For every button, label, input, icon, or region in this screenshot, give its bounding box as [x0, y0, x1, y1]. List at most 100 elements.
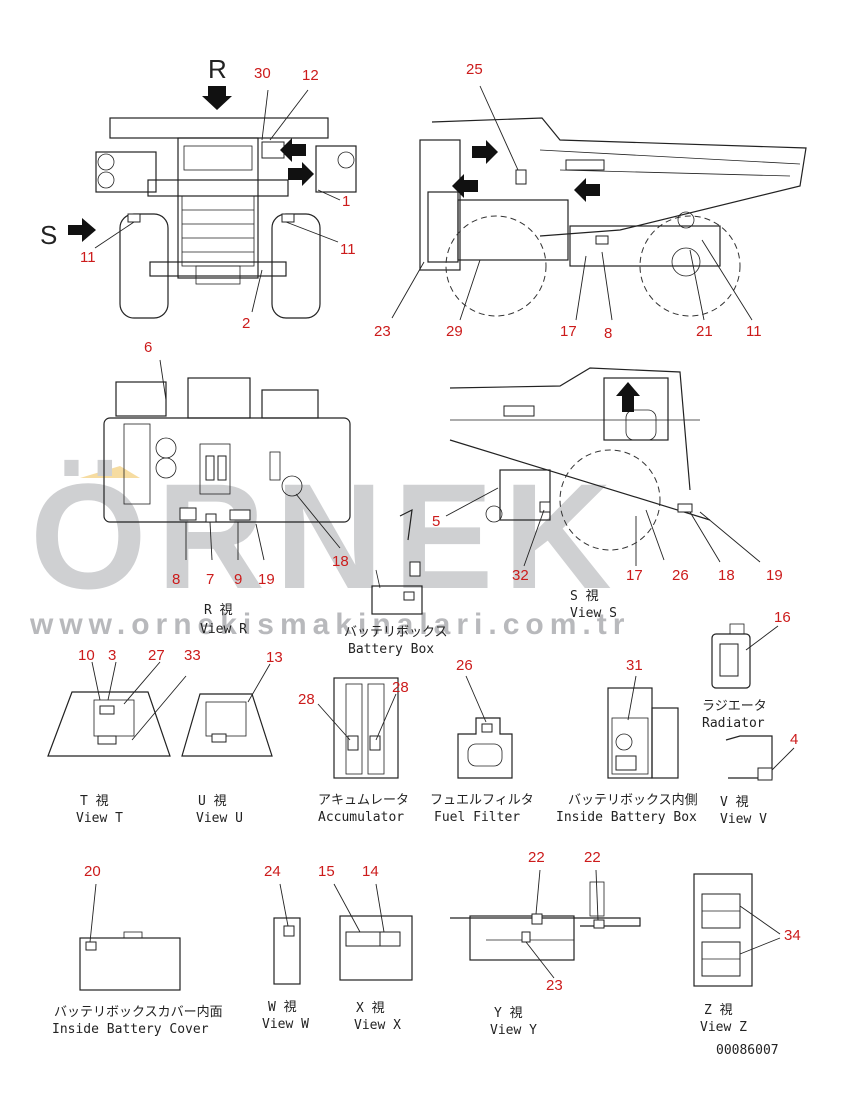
callout-6: 6 [144, 339, 152, 356]
callout-9: 9 [234, 571, 242, 588]
accumulator-drawing: 28 28 アキュムレータ Accumulator [298, 677, 409, 825]
callout-7: 7 [206, 571, 214, 588]
callout-2: 2 [242, 315, 250, 332]
watermark: ÖRNEK www.ornekismakinalari.com.tr [29, 452, 630, 641]
callout-28: 28 [392, 679, 409, 696]
callout-15: 15 [318, 863, 335, 880]
fuel-filter-caption: Fuel Filter [434, 810, 520, 825]
callout-17: 17 [560, 323, 577, 340]
view-s-caption: View S [570, 606, 617, 621]
arrow-left-icon [574, 178, 600, 202]
arrow-right-icon [68, 218, 96, 242]
view-t-jp-caption: T 視 [80, 794, 109, 809]
view-w-caption: View W [262, 1017, 309, 1032]
callout-8: 8 [604, 325, 612, 342]
view-s-drawing: 5 32 17 26 18 19 S 視 View S [432, 367, 783, 621]
view-u-caption: View U [196, 811, 243, 826]
view-r-drawing: 6 8 7 9 19 18 R 視 View R [103, 339, 351, 637]
callout-25: 25 [466, 61, 483, 78]
view-x-caption: View X [354, 1018, 401, 1033]
callout-28: 28 [298, 691, 315, 708]
side-view-truck: 25 23 29 17 8 21 11 [374, 61, 807, 342]
callout-18: 18 [718, 567, 735, 584]
view-t-caption: View T [76, 811, 123, 826]
inside-battery-cover-jp-caption: バッテリボックスカバー内面 [54, 1004, 223, 1020]
callout-8: 8 [172, 571, 180, 588]
callout-22: 22 [584, 849, 601, 866]
view-s-jp-caption: S 視 [570, 589, 599, 604]
callout-5: 5 [432, 513, 440, 530]
view-x-jp-caption: X 視 [356, 1001, 385, 1016]
view-v-caption: View V [720, 812, 767, 827]
callout-27: 27 [148, 647, 165, 664]
radiator-jp-caption: ラジエータ [702, 699, 767, 714]
arrow-left-icon [452, 174, 478, 198]
view-u-drawing: 13 U 視 View U [181, 649, 283, 826]
view-z-jp-caption: Z 視 [704, 1003, 733, 1018]
accumulator-caption: Accumulator [318, 810, 404, 825]
view-v-jp-caption: V 視 [720, 795, 749, 810]
callout-32: 32 [512, 567, 529, 584]
watermark-brand: ÖRNEK [30, 452, 622, 620]
battery-box-jp-caption: バッテリボックス [344, 625, 448, 640]
fuel-filter-jp-caption: フュエルフィルタ [430, 793, 534, 808]
view-r-jp-caption: R 視 [204, 603, 233, 618]
callout-30: 30 [254, 65, 271, 82]
callout-3: 3 [108, 647, 116, 664]
callout-11: 11 [340, 241, 356, 258]
radiator-drawing: 16 ラジエータ Radiator [702, 609, 791, 731]
view-letter-s: S [40, 220, 57, 250]
callout-26: 26 [456, 657, 473, 674]
view-u-jp-caption: U 視 [198, 794, 227, 809]
callout-12: 12 [302, 67, 319, 84]
view-v-drawing: 4 V 視 View V [720, 731, 798, 827]
callout-34: 34 [784, 927, 801, 944]
callout-26: 26 [672, 567, 689, 584]
callout-18: 18 [332, 553, 349, 570]
arrow-left-icon [280, 138, 306, 162]
callout-33: 33 [184, 647, 201, 664]
callout-22: 22 [528, 849, 545, 866]
callout-20: 20 [84, 863, 101, 880]
callout-11: 11 [80, 249, 96, 266]
callout-14: 14 [362, 863, 379, 880]
callout-19: 19 [258, 571, 275, 588]
callout-11: 11 [746, 323, 762, 340]
view-r-caption: View R [200, 622, 247, 637]
watermark-url: www.ornekismakinalari.com.tr [29, 608, 630, 641]
front-view-truck: R S 30 12 [40, 54, 357, 332]
radiator-caption: Radiator [702, 716, 765, 731]
callout-13: 13 [266, 649, 283, 666]
inside-battery-cover-drawing: 20 バッテリボックスカバー内面 Inside Battery Cover [52, 863, 223, 1037]
battery-box-drawing: バッテリボックス Battery Box [344, 508, 448, 657]
callout-31: 31 [626, 657, 643, 674]
battery-box-caption: Battery Box [348, 642, 434, 657]
callout-17: 17 [626, 567, 643, 584]
callout-24: 24 [264, 863, 281, 880]
callout-1: 1 [342, 193, 350, 210]
accumulator-jp-caption: アキュムレータ [318, 793, 409, 808]
callout-29: 29 [446, 323, 463, 340]
view-w-jp-caption: W 視 [268, 1000, 297, 1015]
inside-battery-box-caption: Inside Battery Box [556, 810, 697, 825]
arrow-up-icon [616, 382, 640, 412]
inside-battery-box-jp-caption: バッテリボックス内側 [568, 792, 698, 808]
arrow-right-icon [288, 162, 314, 186]
callout-4: 4 [790, 731, 798, 748]
inside-battery-box-drawing: 31 バッテリボックス内側 Inside Battery Box [556, 657, 698, 825]
view-y-jp-caption: Y 視 [494, 1006, 523, 1021]
inside-battery-cover-caption: Inside Battery Cover [52, 1022, 209, 1037]
view-y-caption: View Y [490, 1023, 537, 1038]
view-w-drawing: 24 W 視 View W [262, 863, 309, 1032]
callout-21: 21 [696, 323, 713, 340]
view-letter-r: R [208, 54, 227, 84]
callout-23: 23 [374, 323, 391, 340]
arrow-right-icon [472, 140, 498, 164]
callout-16: 16 [774, 609, 791, 626]
drawing-number: 00086007 [716, 1043, 779, 1058]
fuel-filter-drawing: 26 フュエルフィルタ Fuel Filter [430, 657, 534, 825]
view-y-drawing: 22 22 23 Y 視 View Y [450, 849, 641, 1038]
view-x-drawing: 15 14 X 視 View X [318, 863, 413, 1033]
view-z-caption: View Z [700, 1020, 747, 1035]
